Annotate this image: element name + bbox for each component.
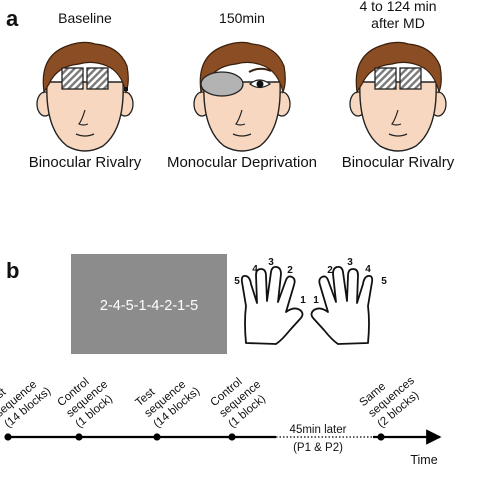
sequence-text: 2-4-5-1-4-2-1-5 [100, 298, 198, 314]
panel-a-label: a [6, 6, 19, 31]
eye-patch [200, 71, 244, 97]
right-finger-3: 3 [347, 257, 353, 268]
timeline-label-5: Same sequences (2 blocks) [357, 375, 421, 431]
timeline-dot [75, 433, 83, 441]
timeline-dot [377, 433, 385, 441]
left-finger-3: 3 [268, 257, 274, 268]
timeline-label-4: Control sequence (1 block) [208, 376, 268, 430]
right-finger-2: 2 [327, 265, 333, 276]
left-finger-4: 4 [252, 264, 258, 275]
face-md-title: 150min [219, 10, 265, 26]
left-finger-1: 1 [300, 295, 306, 306]
face-baseline-caption: Binocular Rivalry [29, 154, 142, 171]
left-finger-2: 2 [287, 265, 293, 276]
right-finger-4: 4 [365, 264, 371, 275]
grating-left-eye [61, 67, 84, 90]
face-monocular-deprivation: 150min Monocular Deprivation [167, 10, 317, 171]
right-hand-icon [310, 265, 374, 345]
face-after-md: 4 to 124 min after MD Binocular Rivalry [342, 0, 455, 171]
time-axis-label: Time [410, 453, 437, 467]
sequence-display [71, 254, 227, 354]
face-md-caption: Monocular Deprivation [167, 154, 317, 171]
timeline-dot [153, 433, 161, 441]
face-baseline: Baseline Binocular Rivalry [29, 10, 142, 171]
left-hand-icon [240, 265, 304, 345]
grating-left-eye-after [374, 67, 397, 90]
face-baseline-title: Baseline [58, 10, 112, 26]
grating-right-eye [86, 67, 109, 90]
face-after-title-line2: after MD [371, 15, 425, 31]
timeline-label-3: Test sequence (14 blocks) [133, 379, 202, 431]
timeline-label-1: Test sequence (14 blocks) [0, 379, 53, 431]
timeline-dot [228, 433, 236, 441]
svg-text:Test: Test [0, 386, 9, 409]
timeline-dot [4, 433, 12, 441]
gap-sublabel: (P1 & P2) [293, 442, 343, 454]
right-finger-1: 1 [313, 295, 319, 306]
timeline-label-2: Control sequence (1 block) [55, 376, 115, 430]
face-after-title-line1: 4 to 124 min [359, 0, 436, 14]
face-after-caption: Binocular Rivalry [342, 154, 455, 171]
left-finger-5: 5 [234, 276, 240, 287]
gap-label: 45min later [290, 424, 347, 436]
right-finger-5: 5 [381, 276, 387, 287]
panel-b-label: b [6, 258, 19, 283]
grating-right-eye-after [399, 67, 422, 90]
